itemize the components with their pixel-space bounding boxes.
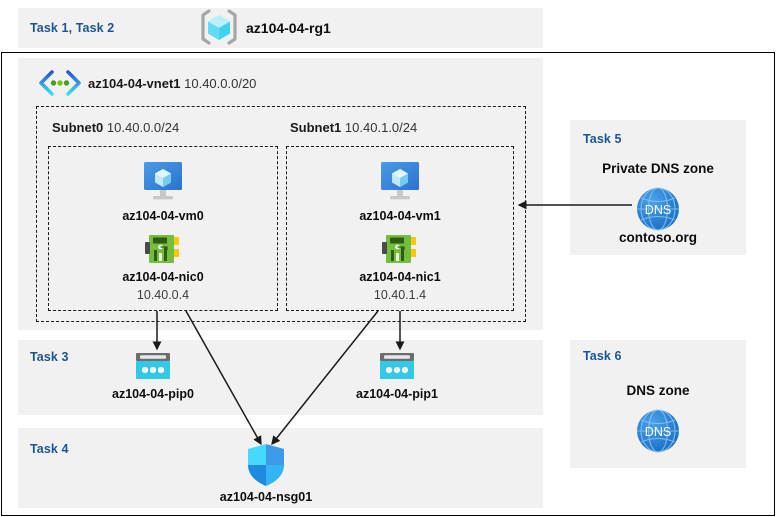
task5-dns-icon-text: DNS <box>645 203 671 217</box>
task6-label: Task 6 <box>583 349 622 363</box>
subnet1-virtual-machine-icon <box>375 160 425 204</box>
dns-zone-heading: DNS zone <box>626 383 690 398</box>
subnet1-header: Subnet1 10.40.1.0/24 <box>290 120 417 135</box>
diagram-outer-border <box>1 52 775 516</box>
subnet0-name: Subnet0 <box>52 120 104 135</box>
subnet0-header: Subnet0 10.40.0.0/24 <box>52 120 179 135</box>
subnet1-vm-name: az104-04-vm1 <box>359 209 441 223</box>
task1-task2-label: Task 1, Task 2 <box>30 21 115 35</box>
resource-group-icon <box>198 7 240 47</box>
vnet-name: az104-04-vnet1 <box>88 76 181 91</box>
subnet1-nic-name: az104-04-nic1 <box>359 270 441 284</box>
pip0-public-ip-address-icon <box>134 352 172 382</box>
subnet0-network-interface-icon <box>145 232 181 266</box>
task5-label: Task 5 <box>583 132 622 146</box>
subnet1-name: Subnet1 <box>290 120 342 135</box>
vnet-header: az104-04-vnet1 10.40.0.0/20 <box>88 76 256 91</box>
private-dns-zone-name: contoso.org <box>619 230 697 245</box>
task3-panel <box>18 340 543 415</box>
subnet1-network-interface-icon <box>382 232 418 266</box>
resource-group-name: az104-04-rg1 <box>246 20 331 36</box>
virtual-network-icon <box>38 70 82 96</box>
vnet-cidr: 10.40.0.0/20 <box>184 76 257 91</box>
network-security-group-icon <box>246 443 286 487</box>
private-dns-zone-heading: Private DNS zone <box>602 161 714 176</box>
subnet0-cidr: 10.40.0.0/24 <box>106 120 180 135</box>
subnet1-cidr: 10.40.1.0/24 <box>344 120 418 135</box>
subnet1-box <box>286 146 514 311</box>
task4-label: Task 4 <box>30 442 69 456</box>
vnet-panel <box>18 58 543 330</box>
pip1-name: az104-04-pip1 <box>356 387 438 401</box>
subnet0-nic-ip: 10.40.0.4 <box>136 288 190 302</box>
task3-label: Task 3 <box>30 350 69 364</box>
subnet0-vm-name: az104-04-vm0 <box>122 209 204 223</box>
nsg-name: az104-04-nsg01 <box>219 490 313 504</box>
subnet1-nic-ip: 10.40.1.4 <box>373 288 427 302</box>
pip1-public-ip-address-icon <box>378 352 416 382</box>
task5-dns-zone-icon: DNS <box>634 185 682 233</box>
subnet0-box <box>48 146 278 311</box>
subnet0-virtual-machine-icon <box>138 160 188 204</box>
task6-dns-zone-icon: DNS <box>634 407 682 455</box>
task6-dns-icon-text: DNS <box>645 425 671 439</box>
task1-task2-panel <box>18 8 543 48</box>
pip0-name: az104-04-pip0 <box>112 387 194 401</box>
subnet0-nic-name: az104-04-nic0 <box>122 270 204 284</box>
